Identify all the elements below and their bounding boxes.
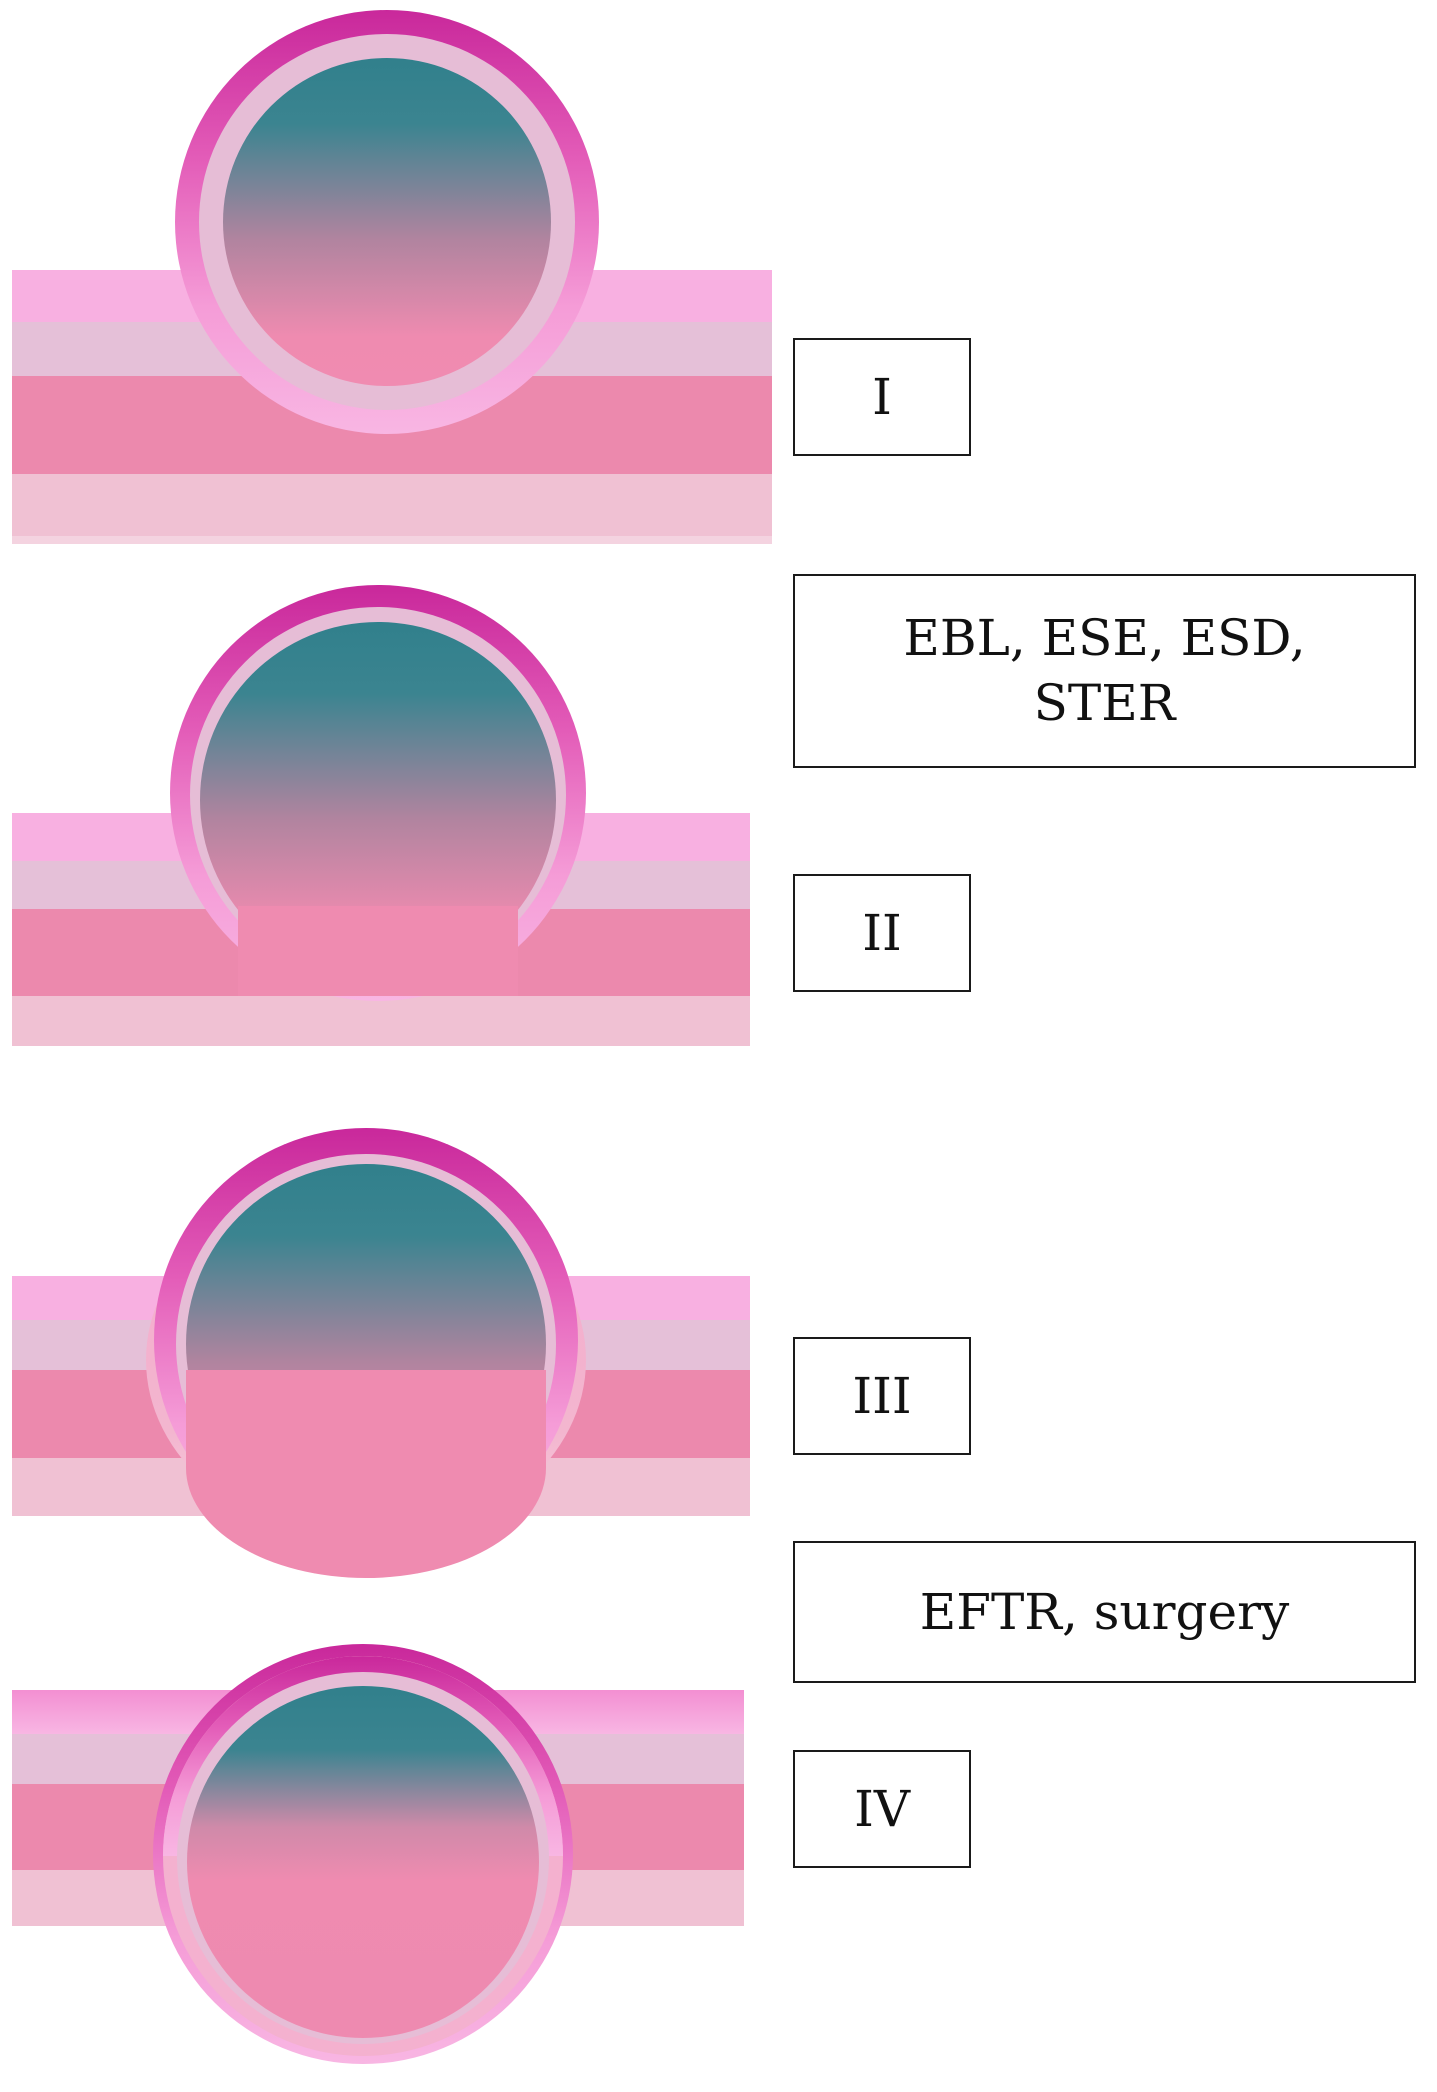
stage-1-2-treatment-line-1: EBL, ESE, ESD, <box>903 609 1306 667</box>
stage-3-figure <box>12 1128 750 1578</box>
stage-1-2-treatment-box: EBL, ESE, ESD, STER <box>793 574 1416 768</box>
stage-4-figure <box>12 1644 744 2064</box>
stage-4-label: IV <box>854 1779 910 1838</box>
stage-1-label-box: I <box>793 338 971 456</box>
stage-4-label-box: IV <box>793 1750 971 1868</box>
stage-2-label: II <box>862 903 902 962</box>
stage-3-4-treatment: EFTR, surgery <box>919 1582 1290 1641</box>
stage-4-tumor <box>187 1686 539 2038</box>
stage-2-label-box: II <box>793 874 971 992</box>
stage-1-label: I <box>872 367 892 426</box>
stage-3-label-box: III <box>793 1337 971 1455</box>
stage-1-2-treatment-line-2: STER <box>1033 674 1176 732</box>
stage-1-tumor <box>223 58 551 386</box>
stage-2-tumor <box>200 622 556 978</box>
stage-2-layer-serosa <box>12 996 750 1046</box>
stage-1-layer-serosa <box>12 474 772 544</box>
stage-3-label: III <box>852 1366 912 1425</box>
stage-3-4-treatment-box: EFTR, surgery <box>793 1541 1416 1683</box>
stage-1-figure <box>12 10 772 544</box>
stage-2-figure <box>12 585 750 1046</box>
